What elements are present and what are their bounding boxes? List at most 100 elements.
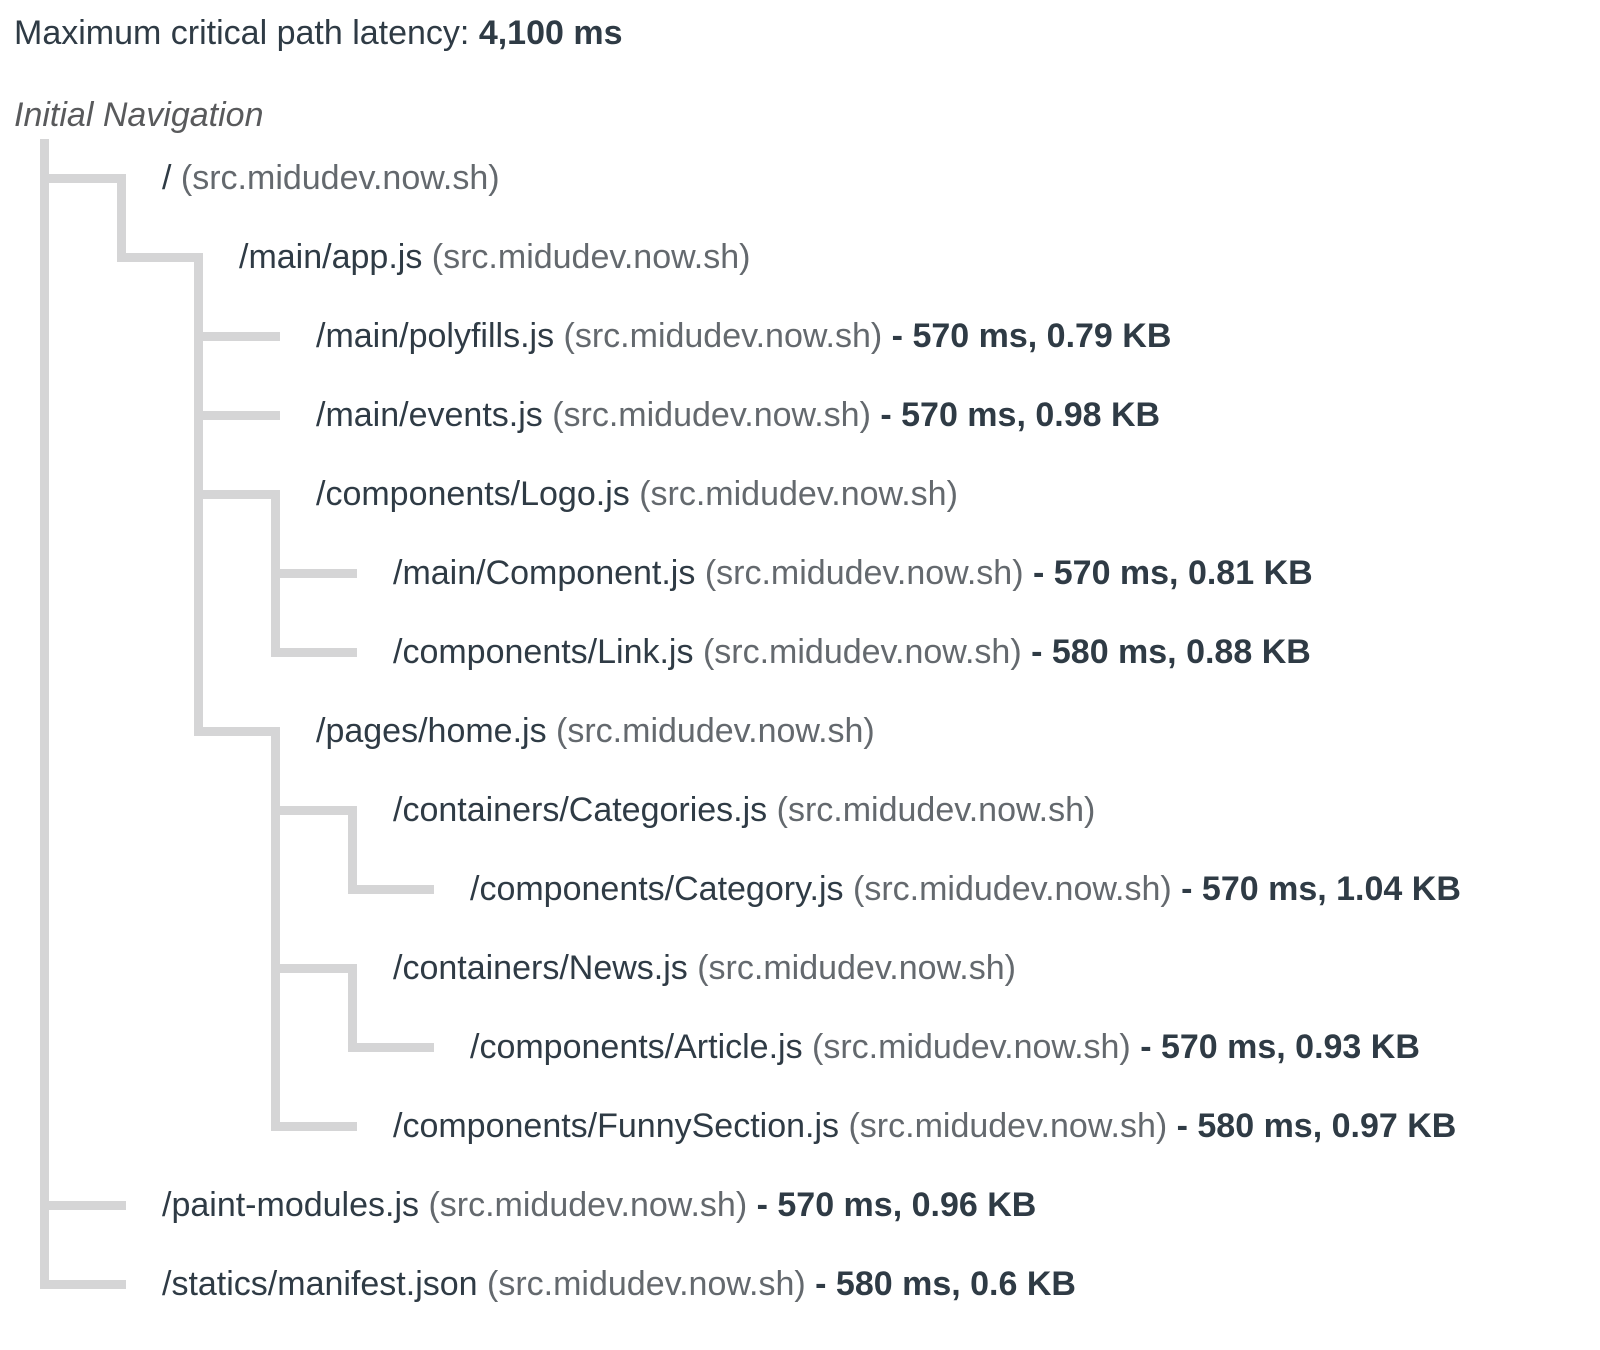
tree-marker-up-right-icon	[237, 1087, 314, 1166]
request-timing: - 570 ms, 0.81 KB	[1023, 554, 1313, 592]
tree-marker-vert-right-icon	[237, 534, 314, 613]
max-latency-label: Maximum critical path latency:	[14, 14, 479, 52]
tree-marker-space-icon	[83, 1008, 160, 1087]
request-label: /components/Article.js (src.midudev.now.…	[468, 1028, 1420, 1067]
tree-marker-right-icon	[391, 850, 468, 929]
tree-marker-vert-icon	[6, 534, 83, 613]
request-label: /pages/home.js (src.midudev.now.sh)	[314, 712, 875, 751]
tree-marker-up-right-icon	[314, 1008, 391, 1087]
request-label: /paint-modules.js (src.midudev.now.sh) -…	[160, 1186, 1036, 1225]
request-label: /main/polyfills.js (src.midudev.now.sh) …	[314, 317, 1171, 356]
request-label: /main/events.js (src.midudev.now.sh) - 5…	[314, 396, 1160, 435]
tree-marker-space-icon	[160, 1087, 237, 1166]
tree-marker-vert-icon	[237, 850, 314, 929]
tree-marker-space-icon	[83, 850, 160, 929]
request-host: (src.midudev.now.sh)	[687, 949, 1016, 987]
tree-marker-up-right-icon	[83, 218, 160, 297]
tree-marker-up-right-icon	[160, 692, 237, 771]
chain-node: /components/Article.js (src.midudev.now.…	[6, 1008, 1600, 1087]
tree-marker-space-icon	[160, 850, 237, 929]
request-host: (src.midudev.now.sh)	[802, 1028, 1131, 1066]
max-latency-value: 4,100 ms	[478, 14, 623, 52]
request-path: /main/Component.js	[393, 554, 696, 592]
tree-marker-vert-right-icon	[237, 771, 314, 850]
tree-marker-right-icon	[83, 1166, 160, 1245]
tree-marker-vert-right-icon	[160, 455, 237, 534]
request-path: /	[162, 159, 172, 197]
request-path: /components/Logo.js	[316, 475, 630, 513]
initial-navigation-label: Initial Navigation	[14, 96, 264, 134]
request-path: /containers/Categories.js	[393, 791, 768, 829]
request-timing: - 580 ms, 0.88 KB	[1021, 633, 1311, 671]
request-host: (src.midudev.now.sh)	[171, 159, 500, 197]
request-label: /components/Logo.js (src.midudev.now.sh)	[314, 475, 958, 514]
chain-node: /main/app.js (src.midudev.now.sh)	[6, 218, 1600, 297]
tree-marker-right-icon	[391, 1008, 468, 1087]
request-label: / (src.midudev.now.sh)	[160, 159, 500, 198]
tree-marker-vert-icon	[6, 376, 83, 455]
request-host: (src.midudev.now.sh)	[546, 712, 875, 750]
request-label: /main/Component.js (src.midudev.now.sh) …	[391, 554, 1313, 593]
tree-marker-right-icon	[83, 1245, 160, 1324]
tree-marker-horiz-down-icon	[314, 771, 391, 850]
tree-marker-space-icon	[83, 692, 160, 771]
chain-node: /components/FunnySection.js (src.midudev…	[6, 1087, 1600, 1166]
tree-marker-horiz-down-icon	[160, 218, 237, 297]
chain-node: /components/Link.js (src.midudev.now.sh)…	[6, 613, 1600, 692]
request-timing: - 570 ms, 0.93 KB	[1130, 1028, 1420, 1066]
request-host: (src.midudev.now.sh)	[839, 1107, 1168, 1145]
chain-node: /main/events.js (src.midudev.now.sh) - 5…	[6, 376, 1600, 455]
tree-marker-right-icon	[237, 376, 314, 455]
tree-marker-up-right-icon	[237, 613, 314, 692]
request-path: /components/Link.js	[393, 633, 694, 671]
request-path: /main/app.js	[239, 238, 423, 276]
tree-marker-space-icon	[83, 376, 160, 455]
request-label: /containers/Categories.js (src.midudev.n…	[391, 791, 1095, 830]
request-host: (src.midudev.now.sh)	[693, 633, 1022, 671]
tree-marker-horiz-down-icon	[237, 455, 314, 534]
request-host: (src.midudev.now.sh)	[695, 554, 1024, 592]
request-path: /components/Category.js	[470, 870, 844, 908]
tree-marker-up-right-icon	[6, 1245, 83, 1324]
tree-marker-vert-icon	[6, 297, 83, 376]
tree-marker-vert-icon	[237, 1008, 314, 1087]
tree-marker-space-icon	[160, 929, 237, 1008]
tree-marker-vert-icon	[6, 929, 83, 1008]
tree-marker-horiz-down-icon	[83, 139, 160, 218]
tree-marker-vert-icon	[6, 218, 83, 297]
request-host: (src.midudev.now.sh)	[542, 396, 871, 434]
tree-marker-vert-icon	[160, 534, 237, 613]
chain-node: /paint-modules.js (src.midudev.now.sh) -…	[6, 1166, 1600, 1245]
request-host: (src.midudev.now.sh)	[767, 791, 1096, 829]
request-path: /paint-modules.js	[162, 1186, 420, 1224]
max-latency-header: Maximum critical path latency: 4,100 ms	[14, 12, 1600, 54]
tree-marker-vert-icon	[6, 1008, 83, 1087]
chain-node: /components/Category.js (src.midudev.now…	[6, 850, 1600, 929]
request-label: /containers/News.js (src.midudev.now.sh)	[391, 949, 1016, 988]
tree-marker-horiz-down-icon	[314, 929, 391, 1008]
tree-marker-vert-icon	[6, 613, 83, 692]
request-host: (src.midudev.now.sh)	[629, 475, 958, 513]
request-host: (src.midudev.now.sh)	[843, 870, 1172, 908]
tree-marker-right-icon	[314, 534, 391, 613]
request-host: (src.midudev.now.sh)	[422, 238, 751, 276]
tree-marker-right-icon	[314, 613, 391, 692]
tree-marker-vert-right-icon	[6, 1166, 83, 1245]
request-path: /statics/manifest.json	[162, 1265, 478, 1303]
tree-marker-vert-icon	[6, 692, 83, 771]
request-label: /components/Category.js (src.midudev.now…	[468, 870, 1461, 909]
chain-node: /containers/News.js (src.midudev.now.sh)	[6, 929, 1600, 1008]
tree-marker-space-icon	[83, 613, 160, 692]
request-host: (src.midudev.now.sh)	[477, 1265, 806, 1303]
chain-node: /components/Logo.js (src.midudev.now.sh)	[6, 455, 1600, 534]
chain-node: /pages/home.js (src.midudev.now.sh)	[6, 692, 1600, 771]
tree-marker-vert-icon	[6, 1087, 83, 1166]
request-host: (src.midudev.now.sh)	[554, 317, 883, 355]
request-path: /main/polyfills.js	[316, 317, 555, 355]
request-label: /main/app.js (src.midudev.now.sh)	[237, 238, 750, 277]
chain-node: /main/Component.js (src.midudev.now.sh) …	[6, 534, 1600, 613]
tree-marker-space-icon	[83, 929, 160, 1008]
tree-marker-vert-icon	[6, 771, 83, 850]
request-path: /main/events.js	[316, 396, 543, 434]
